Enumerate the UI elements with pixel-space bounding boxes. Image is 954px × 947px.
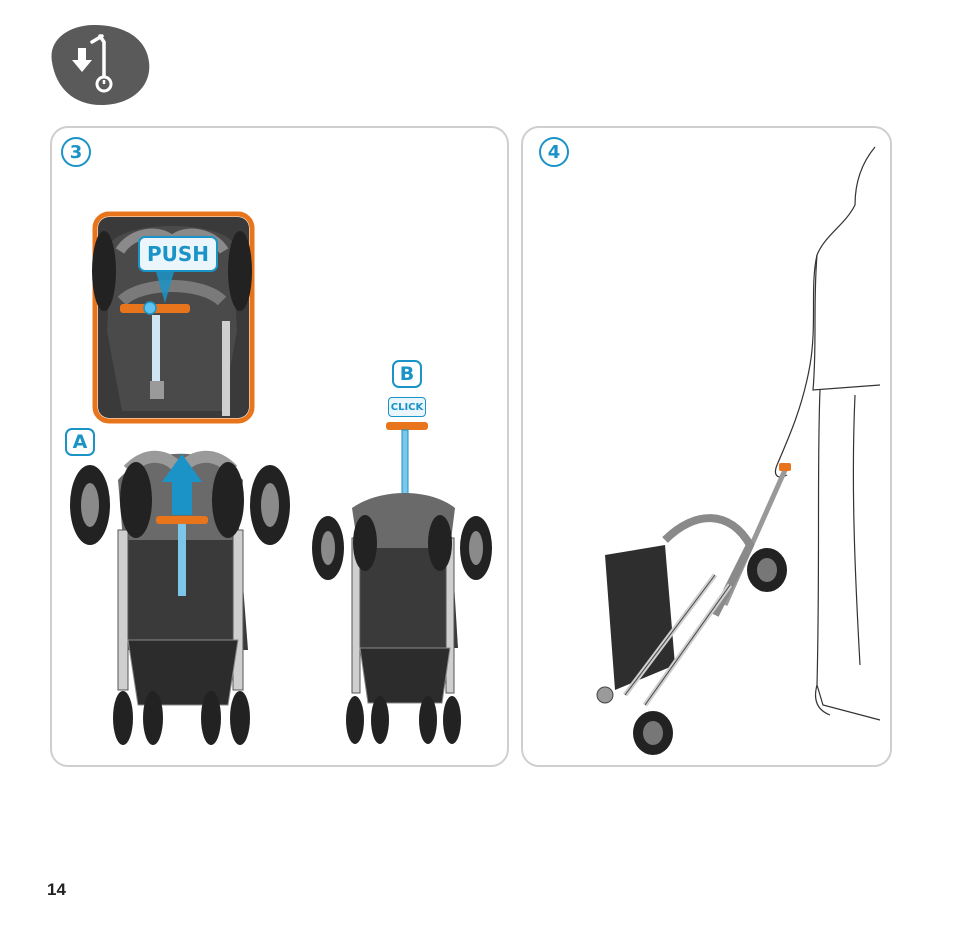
person-pulling-stroller-illustration (555, 145, 885, 760)
page-number: 14 (47, 880, 66, 900)
fold-instruction-badge (44, 22, 152, 108)
step-3-number: 3 (61, 137, 91, 167)
stroller-b-illustration (310, 418, 494, 748)
click-label: CLICK (388, 397, 426, 417)
stroller-a-illustration (68, 440, 292, 746)
label-b: B (392, 360, 422, 388)
push-label: PUSH (138, 236, 218, 272)
